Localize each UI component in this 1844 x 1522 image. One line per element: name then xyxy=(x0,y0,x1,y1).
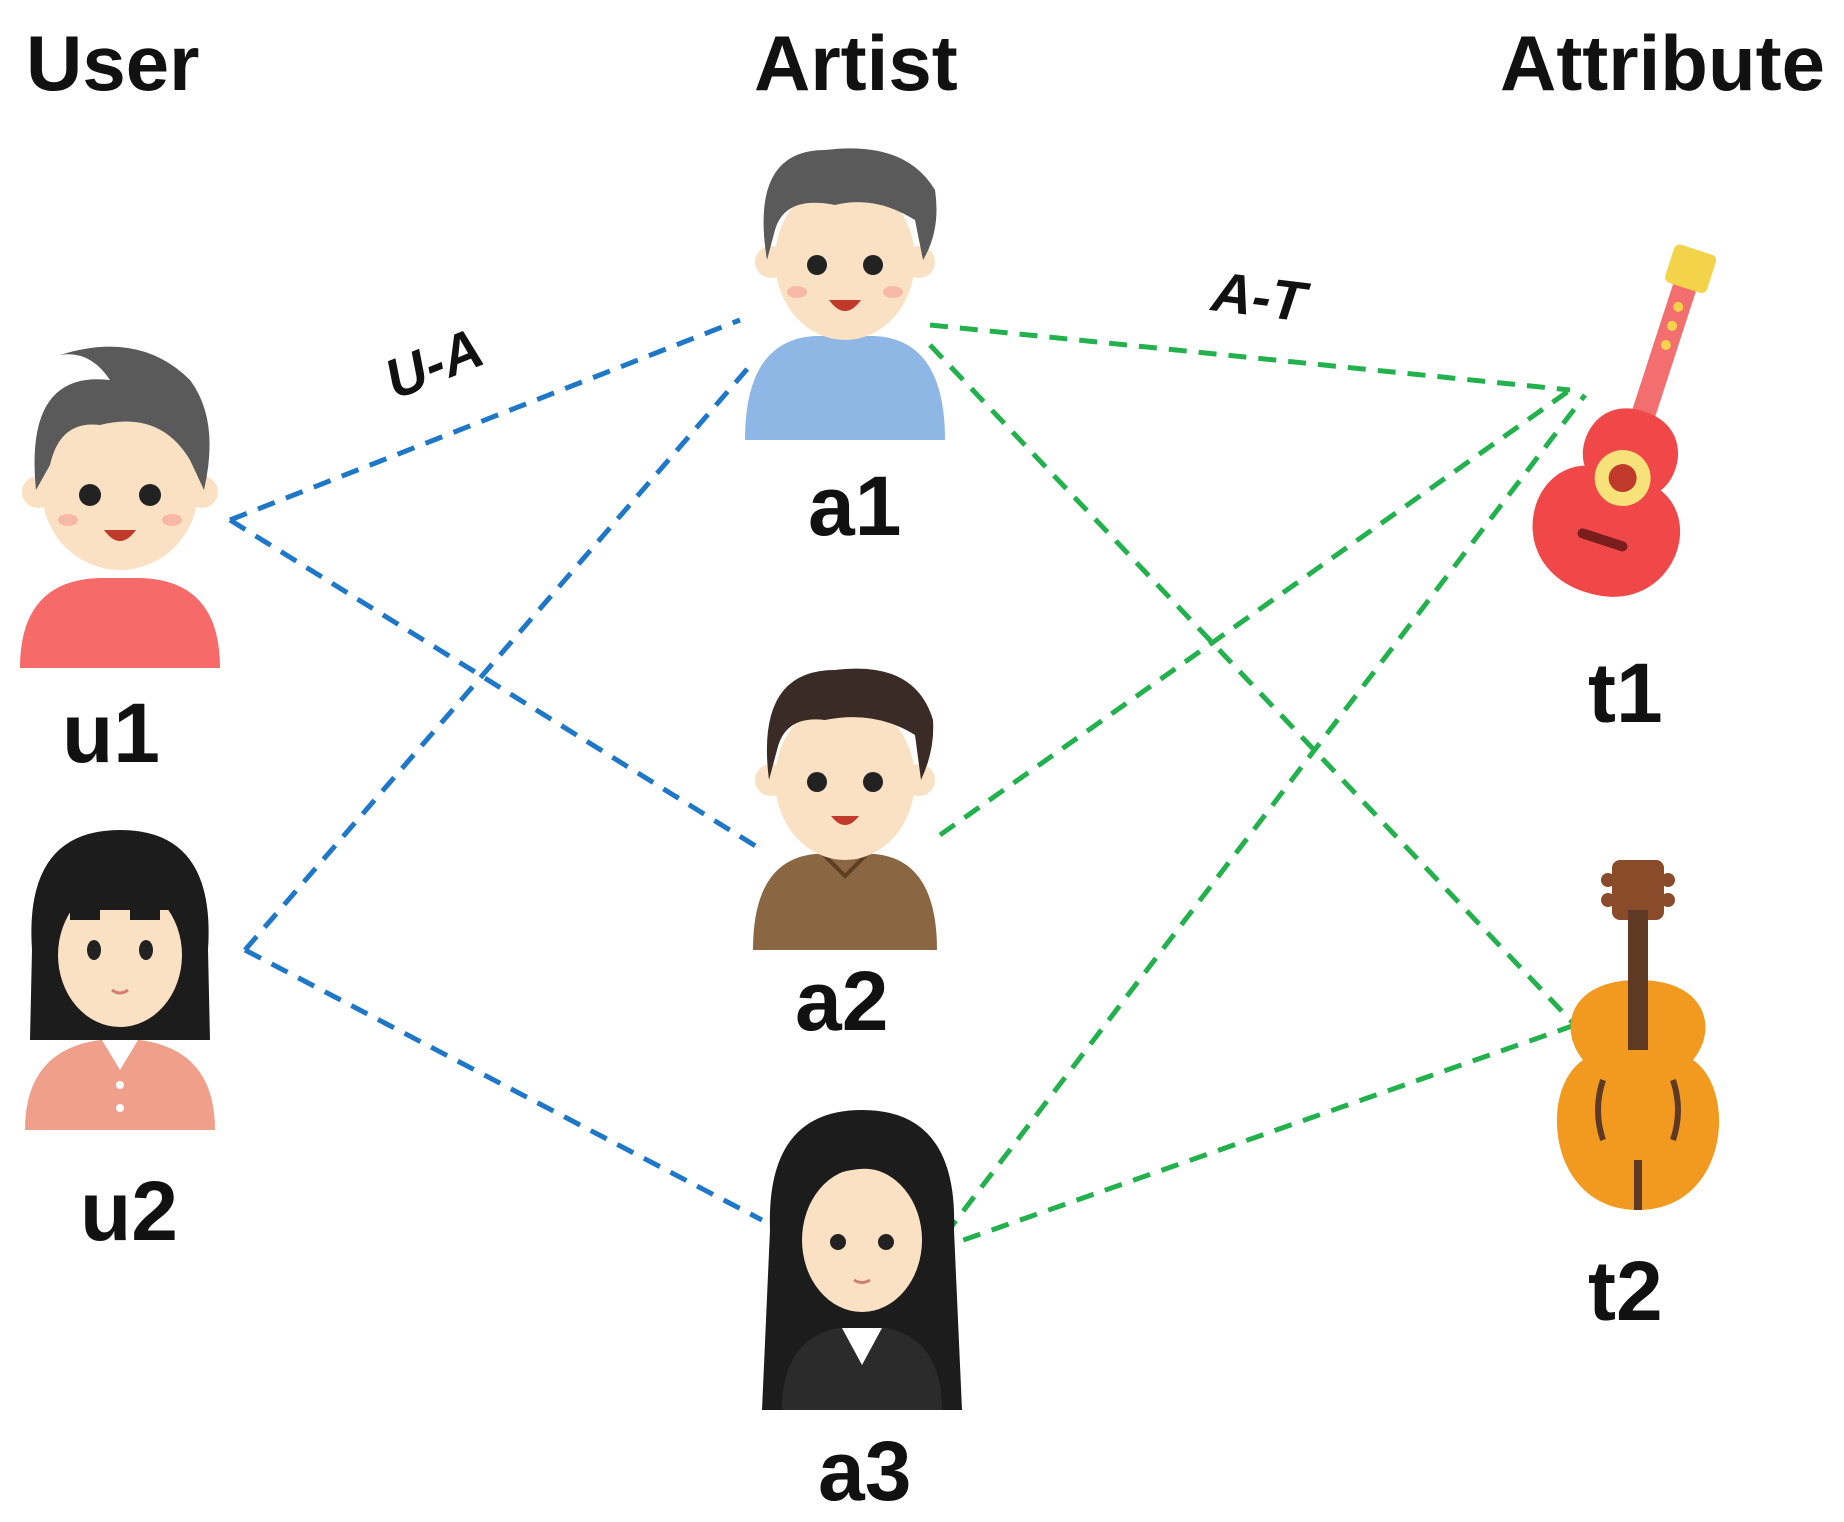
edge-label-at: A-T xyxy=(1207,259,1314,334)
column-title-artist: Artist xyxy=(754,19,958,107)
artist-a3-avatar xyxy=(762,1110,962,1410)
edge-u1-a1 xyxy=(229,317,741,523)
edge-a3-t2 xyxy=(934,1022,1576,1253)
edge-u2-a1 xyxy=(243,358,757,952)
node-label-t1: t1 xyxy=(1588,646,1663,740)
edge-label-ua: U-A xyxy=(376,315,492,411)
edge-u2-a3 xyxy=(243,947,764,1223)
edge-a1-t1 xyxy=(929,322,1571,393)
attribute-t2-violin-icon xyxy=(1556,860,1720,1210)
edge-u1-a2 xyxy=(228,517,764,853)
column-title-attribute: Attribute xyxy=(1500,19,1825,107)
user-u1-avatar xyxy=(20,346,220,668)
user-u2-avatar xyxy=(25,830,215,1130)
edges-group xyxy=(228,317,1587,1253)
node-label-u1: u1 xyxy=(62,686,160,780)
node-label-t2: t2 xyxy=(1588,1244,1663,1338)
edge-a3-t1 xyxy=(943,393,1587,1237)
column-title-user: User xyxy=(26,19,199,107)
artist-a1-avatar xyxy=(745,148,945,440)
node-label-u2: u2 xyxy=(80,1164,178,1258)
edge-a1-t2 xyxy=(928,343,1577,1027)
edge-a2-t1 xyxy=(938,387,1572,838)
node-label-a1: a1 xyxy=(808,459,901,553)
artist-a2-avatar xyxy=(753,668,937,950)
attribute-t1-guitar-icon xyxy=(1532,244,1717,597)
node-label-a2: a2 xyxy=(795,954,888,1048)
node-label-a3: a3 xyxy=(818,1424,911,1518)
